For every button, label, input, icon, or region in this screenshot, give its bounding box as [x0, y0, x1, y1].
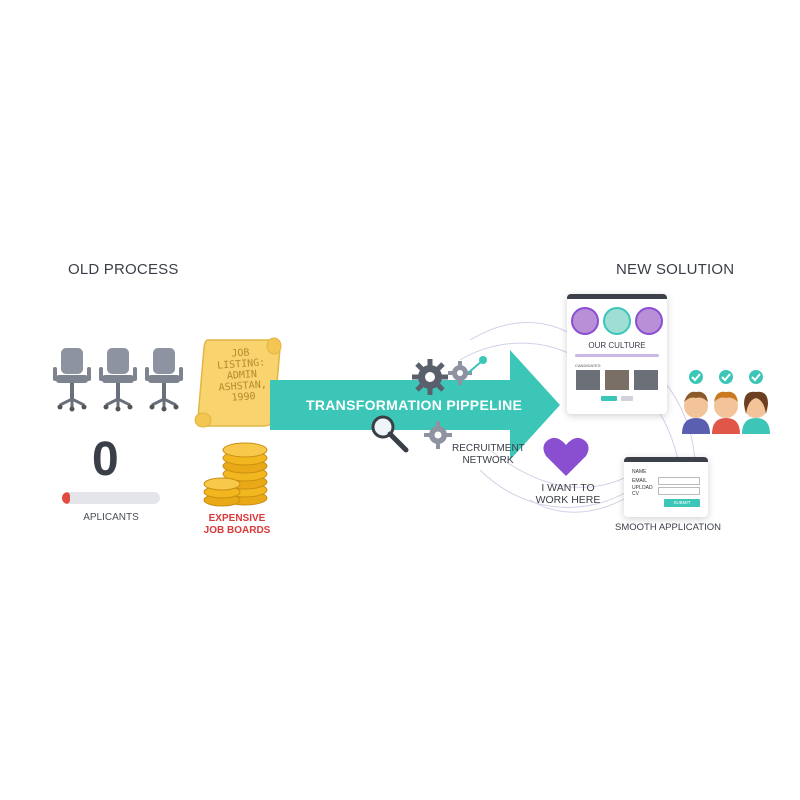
form-field-label: EMAIL [632, 478, 648, 484]
cv-upload-input[interactable] [658, 487, 700, 495]
work-here-label: I WANT TO WORK HERE [530, 482, 606, 506]
gears-icon [412, 356, 487, 449]
old-process-title: OLD PROCESS [68, 261, 179, 278]
recruitment-network-label: RECRUITMENT NETWORK [452, 443, 525, 467]
candidate-photo [634, 370, 658, 390]
expensive-label-line: JOB BOARDS [203, 525, 271, 536]
card-buttons [567, 396, 667, 401]
heart-icon [543, 437, 589, 476]
culture-divider [575, 354, 659, 357]
form-field-label: UPLOAD CV [632, 485, 653, 497]
network-label-line: NETWORK [462, 455, 514, 466]
candidate-photo [605, 370, 629, 390]
expensive-label-line: EXPENSIVE [208, 513, 266, 524]
avatar [571, 307, 599, 335]
form-row: EMAIL [632, 476, 702, 486]
work-here-line: I WANT TO [541, 482, 595, 494]
submit-button[interactable]: SUBMIT [664, 499, 700, 507]
candidates-label: CANDIDATES [575, 363, 601, 368]
team-avatars [567, 307, 667, 335]
avatar [603, 307, 631, 335]
form-field-label: NAME [632, 468, 647, 475]
happy-candidates-icon [682, 370, 770, 434]
transformation-arrow [270, 350, 560, 460]
card-button-primary[interactable] [601, 396, 617, 401]
card-button-secondary[interactable] [621, 396, 633, 401]
culture-page-card: OUR CULTURE CANDIDATES [567, 294, 667, 414]
card-titlebar [567, 294, 667, 299]
candidate-photos [567, 370, 667, 390]
form-titlebar [624, 457, 708, 462]
network-label-line: RECRUITMENT [452, 443, 525, 454]
candidate-photo [576, 370, 600, 390]
work-here-line: WORK HERE [535, 494, 601, 506]
smooth-application-label: SMOOTH APPLICATION [615, 522, 721, 533]
empty-chairs-icon [53, 346, 185, 413]
magnifier-icon [371, 415, 409, 453]
email-input[interactable] [658, 477, 700, 485]
job-listing-scroll-icon [194, 337, 282, 428]
avatar [635, 307, 663, 335]
applicants-progress-bar [62, 492, 160, 504]
job-listing-text: JOB LISTING: ADMIN ASHSTAN, 1990 [212, 346, 272, 405]
applicants-label: APLICANTS [83, 512, 139, 523]
applicants-progress-fill [62, 492, 70, 504]
application-form-card: NAME EMAIL UPLOAD CV SUBMIT [624, 457, 708, 517]
expensive-job-boards-label: EXPENSIVE JOB BOARDS [196, 513, 278, 537]
new-solution-title: NEW SOLUTION [616, 261, 735, 278]
applicant-count: 0 [92, 433, 119, 486]
pipeline-label: TRANSFORMATION PIPPELINE [306, 397, 523, 413]
form-row: UPLOAD CV [632, 485, 702, 497]
form-row: NAME [632, 467, 702, 476]
culture-title: OUR CULTURE [588, 341, 646, 350]
form-body: NAME EMAIL UPLOAD CV SUBMIT [624, 462, 708, 507]
coin-stack-icon [203, 442, 268, 507]
